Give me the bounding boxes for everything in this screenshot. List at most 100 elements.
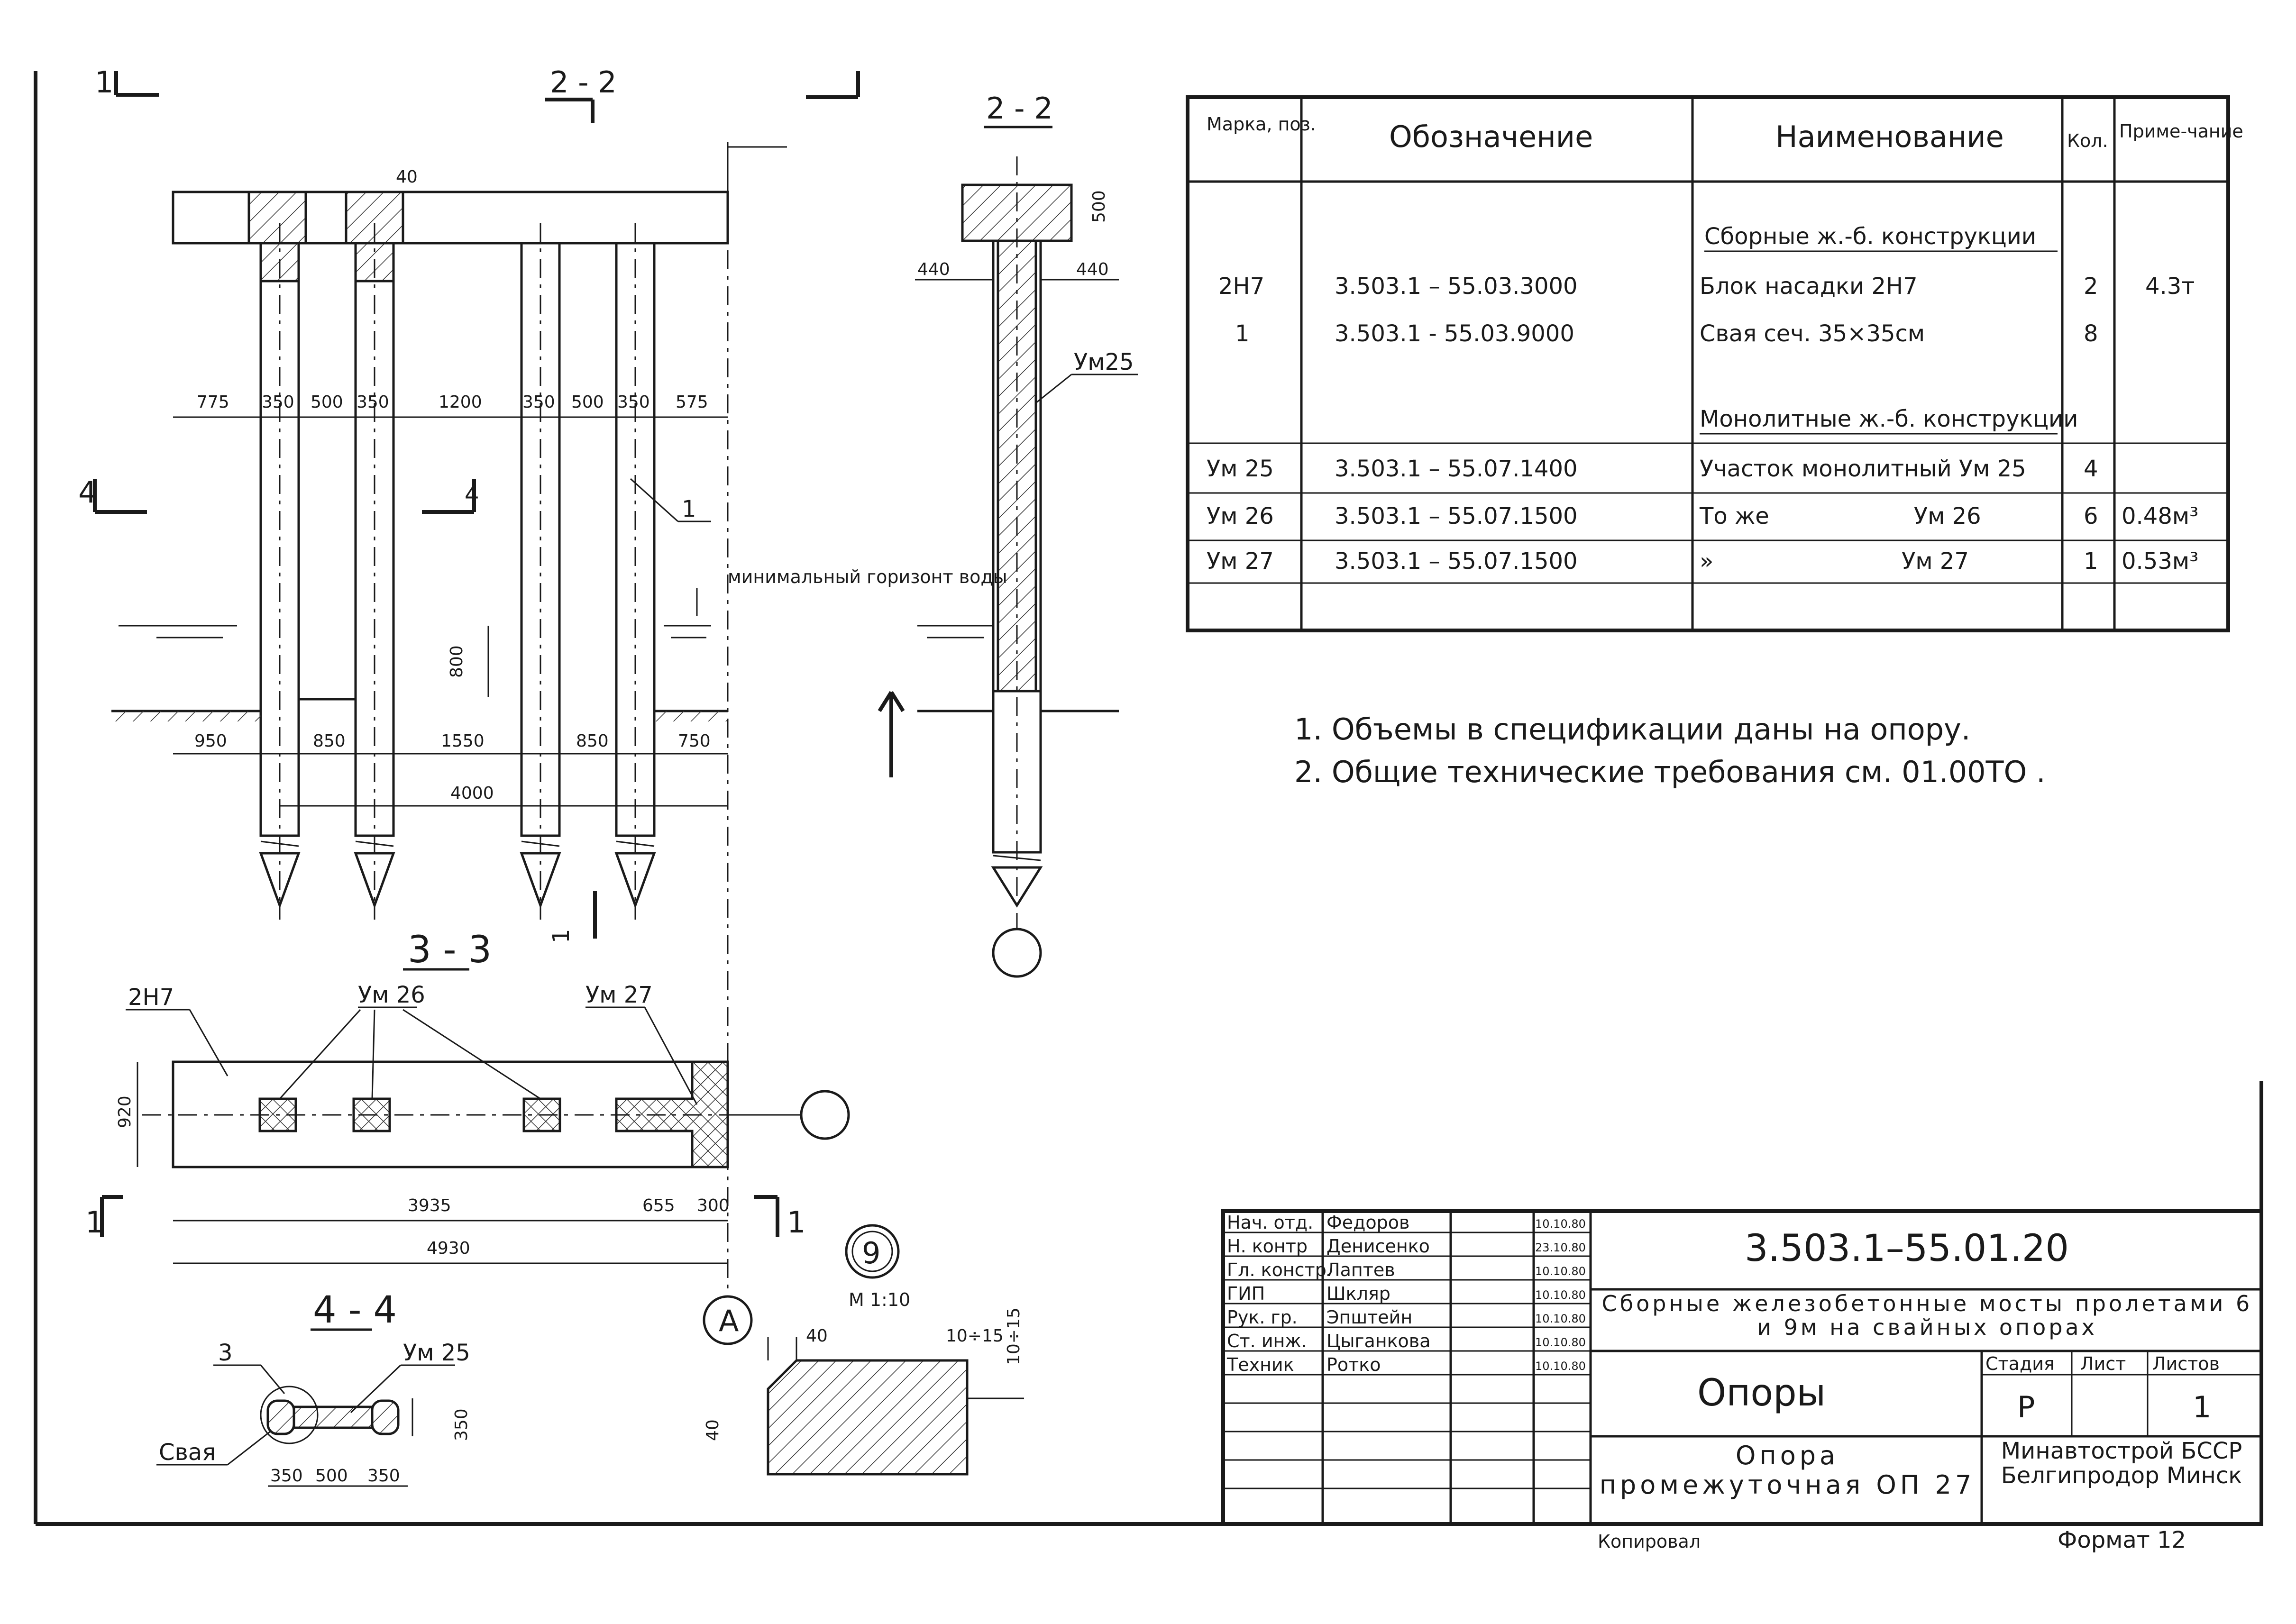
svg-text:Рук. гр.: Рук. гр. bbox=[1227, 1307, 1298, 1328]
svg-text:Ум 26: Ум 26 bbox=[1207, 503, 1274, 529]
svg-text:10.10.80: 10.10.80 bbox=[1535, 1265, 1586, 1278]
dim: 350 bbox=[270, 1466, 303, 1486]
dim: 350 bbox=[617, 392, 650, 412]
section-3-3-view: 3 - 3 2Н7 Ум 26 Ум 27 920 3935 655 300 4… bbox=[85, 929, 850, 1345]
top-dim: 40 bbox=[396, 167, 418, 187]
stage-value: Р bbox=[2017, 1390, 2035, 1424]
svg-text:23.10.80: 23.10.80 bbox=[1535, 1241, 1586, 1254]
stage-header: Стадия bbox=[1985, 1353, 2055, 1374]
col-header: Марка, поз. bbox=[1207, 114, 1316, 135]
section-4-marker-left: 4 bbox=[78, 475, 147, 514]
svg-text:Ст. инж.: Ст. инж. bbox=[1227, 1331, 1307, 1351]
spec-row: Ум 26 3.503.1 – 55.07.1500 То же Ум 26 6… bbox=[1207, 503, 2198, 529]
svg-text:10.10.80: 10.10.80 bbox=[1535, 1359, 1586, 1373]
svg-text:Блок насадки 2Н7: Блок насадки 2Н7 bbox=[1700, 273, 1918, 300]
dim: 750 bbox=[678, 731, 711, 751]
svg-text:ГИП: ГИП bbox=[1227, 1283, 1265, 1304]
svg-text:Участок монолитный Ум 25: Участок монолитный Ум 25 bbox=[1700, 456, 2026, 482]
notes: 1. Объемы в спецификации даны на опору. … bbox=[1294, 712, 2046, 789]
dim: 300 bbox=[697, 1196, 730, 1215]
dim-chain-bottom: 950 850 1550 850 750 4000 bbox=[173, 731, 728, 807]
node-bubble bbox=[845, 1224, 900, 1279]
svg-text:3.503.1 – 55.03.3000: 3.503.1 – 55.03.3000 bbox=[1335, 273, 1578, 300]
sheets-header: Листов bbox=[2152, 1353, 2220, 1374]
dim: 950 bbox=[194, 731, 227, 751]
dim: 850 bbox=[576, 731, 609, 751]
dim: 10÷15 bbox=[946, 1326, 1004, 1346]
col-header: Обозначение bbox=[1389, 119, 1593, 154]
pile-pos: 1 bbox=[682, 496, 696, 522]
dim-chain-top: 775 350 500 350 1200 350 500 350 575 bbox=[173, 392, 728, 418]
svg-text:10.10.80: 10.10.80 bbox=[1535, 1288, 1586, 1302]
group-heading: Монолитные ж.-б. конструкции bbox=[1700, 406, 2078, 432]
svg-text:Федоров: Федоров bbox=[1326, 1212, 1409, 1233]
dim: 775 bbox=[197, 392, 229, 412]
scale-label: М 1:10 bbox=[849, 1289, 910, 1310]
svg-text:Шкляр: Шкляр bbox=[1326, 1283, 1390, 1304]
dim: 1550 bbox=[441, 731, 485, 751]
elevation-view: 1 2 - 2 40 bbox=[78, 65, 1007, 1289]
dim: 350 bbox=[452, 1408, 471, 1441]
marker-label: 4 bbox=[465, 482, 479, 508]
cap-joint-left bbox=[247, 191, 307, 245]
svg-text:1: 1 bbox=[85, 1205, 104, 1240]
dim: 350 bbox=[367, 1466, 400, 1486]
piles bbox=[259, 223, 656, 920]
svg-text:1: 1 bbox=[1235, 320, 1250, 347]
dim: 500 bbox=[315, 1466, 348, 1486]
dim: 3935 bbox=[408, 1196, 451, 1215]
dim: 920 bbox=[115, 1095, 135, 1128]
svg-text:2Н7: 2Н7 bbox=[1218, 273, 1264, 300]
dim: 850 bbox=[313, 731, 346, 751]
dim: 350 bbox=[522, 392, 555, 412]
axis-label: A bbox=[719, 1304, 739, 1338]
svg-text:» Ум: » Ум 27 bbox=[1700, 548, 1969, 575]
um-label: Ум 25 bbox=[403, 1340, 470, 1366]
section-title: 3 - 3 bbox=[408, 929, 492, 971]
svg-text:3.503.1 - 55.03.9000: 3.503.1 - 55.03.9000 bbox=[1335, 320, 1574, 347]
dim: 1200 bbox=[439, 392, 482, 412]
note: 1. Объемы в спецификации даны на опору. bbox=[1294, 712, 1970, 747]
section-marker-top-right bbox=[806, 71, 860, 99]
group-heading: Сборные ж.-б. конструкции bbox=[1704, 223, 2036, 250]
signature-row: ГИП Шкляр 10.10.80 bbox=[1227, 1283, 1586, 1304]
svg-text:8: 8 bbox=[2084, 320, 2098, 347]
svg-text:Ум 27: Ум 27 bbox=[1207, 548, 1274, 575]
ground-line: 800 bbox=[111, 626, 728, 721]
svg-text:То же Ум 26: То же Ум 26 bbox=[1699, 503, 1981, 529]
svg-text:0.48м³: 0.48м³ bbox=[2122, 503, 2198, 529]
svg-text:Цыганкова: Цыганкова bbox=[1326, 1331, 1430, 1351]
total-dim: 4930 bbox=[427, 1239, 470, 1258]
section-2-2-view: 2 - 2 500 440 440 Ум25 bbox=[878, 91, 1138, 978]
svg-text:4.3т: 4.3т bbox=[2145, 273, 2195, 300]
spec-table: Марка, поз. Обозначение Наименование Кол… bbox=[1186, 95, 2243, 632]
dim: 655 bbox=[642, 1196, 675, 1215]
section-marker-top-left: 1 bbox=[95, 65, 159, 100]
marker-label: 4 bbox=[78, 475, 97, 510]
svg-text:1: 1 bbox=[787, 1205, 805, 1240]
col-header: Кол. bbox=[2067, 130, 2108, 151]
section-4-4-view: 4 - 4 3 Ум 25 350 Свая 350 500 350 bbox=[156, 1289, 471, 1487]
marker-label: 1 bbox=[95, 65, 113, 100]
section-title: 4 - 4 bbox=[313, 1289, 397, 1332]
doc-code: 3.503.1–55.01.20 bbox=[1745, 1227, 2069, 1270]
spec-row: 2Н7 3.503.1 – 55.03.3000 Блок насадки 2Н… bbox=[1218, 273, 2195, 300]
um27-label: Ум 27 bbox=[585, 982, 653, 1008]
svg-text:Н. контр: Н. контр bbox=[1227, 1236, 1308, 1257]
svg-text:Нач. отд.: Нач. отд. bbox=[1227, 1212, 1313, 1233]
dim: 10÷15 bbox=[1004, 1307, 1024, 1365]
svg-text:Лаптев: Лаптев bbox=[1326, 1259, 1395, 1280]
total-dim: 4000 bbox=[450, 784, 494, 803]
marker-label: 1 bbox=[548, 929, 575, 943]
water-label: минимальный горизонт воды bbox=[728, 566, 1007, 587]
section-title: 2 - 2 bbox=[986, 91, 1053, 126]
dim: 40 bbox=[806, 1326, 828, 1346]
section-name: Опоры bbox=[1697, 1372, 1826, 1414]
axis-bubble bbox=[992, 928, 1042, 978]
detail-hatch bbox=[767, 1359, 969, 1476]
signature-row: Н. контр Денисенко 23.10.80 bbox=[1227, 1236, 1586, 1257]
svg-text:Гл. констр.: Гл. констр. bbox=[1227, 1259, 1332, 1280]
drawing-name: Опора промежуточная ОП 27 bbox=[1599, 1441, 1976, 1500]
dim: 575 bbox=[676, 392, 708, 412]
